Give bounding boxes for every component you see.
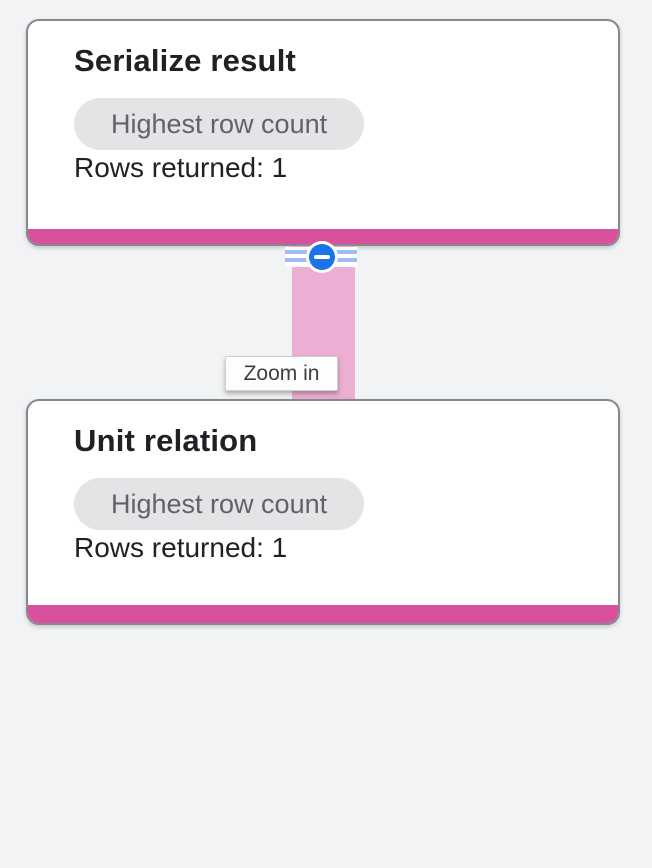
zoom-in-tooltip: Zoom in [225, 356, 338, 391]
stage-title: Unit relation [74, 423, 258, 458]
stage-card-unit-relation[interactable]: Unit relation Highest row count Rows ret… [26, 399, 620, 625]
collapse-edge-button[interactable] [306, 241, 338, 273]
stage-title: Serialize result [74, 43, 297, 78]
minus-circle-icon [309, 244, 335, 270]
stage-accent-bar [28, 605, 618, 623]
highest-row-count-badge: Highest row count [74, 478, 365, 530]
tooltip-label: Zoom in [243, 361, 320, 385]
stage-accent-bar [28, 229, 618, 244]
minus-glyph [314, 255, 330, 259]
stage-card-serialize-result[interactable]: Serialize result Highest row count Rows … [26, 19, 620, 246]
rows-returned-label: Rows returned: 1 [74, 532, 288, 563]
highest-row-count-badge: Highest row count [74, 98, 365, 150]
rows-returned-label: Rows returned: 1 [74, 152, 288, 183]
